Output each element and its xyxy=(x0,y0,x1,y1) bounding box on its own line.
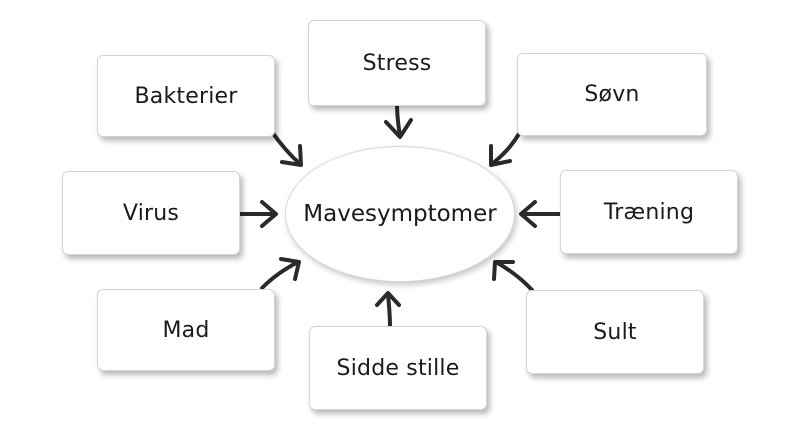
factor-stress-label: Stress xyxy=(362,50,432,76)
factor-bakterier: Bakterier xyxy=(97,55,275,137)
arrow-mad xyxy=(260,257,301,290)
factor-sidde-stille: Sidde stille xyxy=(309,326,487,410)
factor-bakterier-label: Bakterier xyxy=(134,83,238,109)
factor-sovn-label: Søvn xyxy=(584,82,640,107)
factor-stress: Stress xyxy=(308,20,486,106)
center-node: Mavesymptomer xyxy=(285,146,515,282)
arrow-sult xyxy=(492,260,534,292)
factor-sult-label: Sult xyxy=(593,319,637,345)
factor-traening: Træning xyxy=(560,170,738,254)
factor-virus-label: Virus xyxy=(122,200,180,226)
arrow-sovn xyxy=(489,130,522,167)
arrow-virus xyxy=(238,200,278,228)
factor-sult: Sult xyxy=(526,290,704,374)
factor-virus: Virus xyxy=(62,171,240,255)
factor-sidde-stille-label: Sidde stille xyxy=(336,355,460,381)
arrow-traening xyxy=(519,200,562,228)
arrow-sidde-stille xyxy=(375,291,401,328)
center-node-label: Mavesymptomer xyxy=(303,201,497,227)
factor-mad: Mad xyxy=(97,289,275,371)
factor-traening-label: Træning xyxy=(603,199,695,225)
factor-mad-label: Mad xyxy=(162,317,210,343)
factor-sovn: Søvn xyxy=(517,53,707,136)
arrow-stress xyxy=(384,101,413,139)
arrow-bakterier xyxy=(270,130,303,167)
